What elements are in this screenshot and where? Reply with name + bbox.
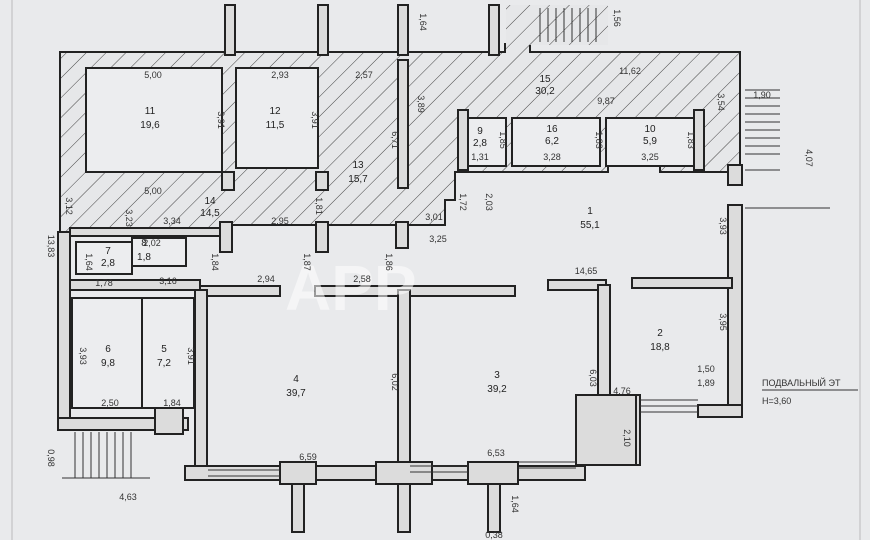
dimension-label: 3,12 xyxy=(64,197,74,215)
room-number: 12 xyxy=(269,106,281,117)
room-area: 5,9 xyxy=(643,136,657,147)
dimension-label: 2,02 xyxy=(143,238,161,248)
dimension-label: 3,25 xyxy=(641,152,659,162)
dimension-label: 6,59 xyxy=(299,452,317,462)
dimension-label: 1,31 xyxy=(471,152,489,162)
dimension-label: 3,16 xyxy=(159,276,177,286)
dimension-label: 3,91 xyxy=(186,347,196,365)
room-area: 15,7 xyxy=(348,174,368,185)
dimension-label: 0,38 xyxy=(485,530,503,540)
room-number: 1 xyxy=(587,206,593,217)
dimension-label: 3,91 xyxy=(216,111,226,129)
basement-label: ПОДВАЛЬНЫЙ ЭТ xyxy=(762,377,841,388)
room-area: 19,6 xyxy=(140,120,160,131)
dimension-label: 1,83 xyxy=(594,131,604,149)
dimension-label: 3,01 xyxy=(425,212,443,222)
dimension-label: 3,89 xyxy=(416,95,426,113)
room-number: 15 xyxy=(539,74,551,85)
dimension-label: 6,71 xyxy=(390,131,400,149)
dimension-label: 1,56 xyxy=(612,9,622,27)
watermark: APP xyxy=(285,252,417,324)
room-number: 13 xyxy=(352,160,364,171)
dimension-label: 3,93 xyxy=(718,217,728,235)
dimension-label: 1,64 xyxy=(418,13,428,31)
room-number: 16 xyxy=(546,124,558,135)
dimension-label: 5,00 xyxy=(144,70,162,80)
room-labels: 11 19,6 12 11,5 13 15,7 14 14,5 15 30,2 … xyxy=(101,74,670,399)
dimension-label: 3,91 xyxy=(310,111,320,129)
dimension-label: 1,64 xyxy=(510,495,520,513)
room-area: 9,8 xyxy=(101,358,115,369)
dimension-label: 3,54 xyxy=(716,93,726,111)
dimension-label: 2,50 xyxy=(101,398,119,408)
dimension-label: 5,00 xyxy=(144,186,162,196)
dimension-label: 4,76 xyxy=(613,386,631,396)
room-number: 8 xyxy=(141,238,147,249)
room-number: 10 xyxy=(644,124,656,135)
room-number: 11 xyxy=(145,106,156,117)
dimension-label: 13,83 xyxy=(46,235,56,258)
dimension-label: 1,89 xyxy=(697,378,715,388)
dimension-label: 3,23 xyxy=(124,209,134,227)
room-area: 2,8 xyxy=(473,138,487,149)
room-area: 7,2 xyxy=(157,358,171,369)
room-area: 1,8 xyxy=(137,252,151,263)
room-number: 4 xyxy=(293,374,299,385)
dimension-label: 1,84 xyxy=(210,253,220,271)
dimension-label: 6,53 xyxy=(487,448,505,458)
dimension-label: 0,98 xyxy=(46,449,56,467)
dimension-label: 2,58 xyxy=(353,274,371,284)
dimension-label: 2,57 xyxy=(355,70,373,80)
dimension-label: 3,25 xyxy=(429,234,447,244)
dimension-label: 1,78 xyxy=(95,278,113,288)
dimension-label: 1,90 xyxy=(753,90,771,100)
dimension-label: 6,02 xyxy=(390,373,400,391)
room-area: 55,1 xyxy=(580,220,600,231)
dimension-label: 2,03 xyxy=(484,193,494,211)
room-number: 2 xyxy=(657,328,663,339)
room-area: 6,2 xyxy=(545,136,559,147)
dimension-label: 1,86 xyxy=(384,253,394,271)
dimension-labels: 5,00 2,93 2,57 11,62 9,87 5,00 1,31 3,28… xyxy=(46,9,814,540)
room-number: 3 xyxy=(494,370,500,381)
dimension-label: 2,10 xyxy=(622,429,632,447)
dimension-label: 14,65 xyxy=(575,266,598,276)
room-area: 14,5 xyxy=(200,208,220,219)
dimension-label: 1,87 xyxy=(302,253,312,271)
height-label: Н=3,60 xyxy=(762,396,791,406)
dimension-label: 3,34 xyxy=(163,216,181,226)
dimension-label: 3,95 xyxy=(718,313,728,331)
dimension-label: 4,07 xyxy=(804,149,814,167)
dimension-label: 2,93 xyxy=(271,70,289,80)
dimension-label: 11,62 xyxy=(619,66,641,76)
dimension-label: 4,63 xyxy=(119,492,137,502)
dimension-label: 3,93 xyxy=(78,347,88,365)
dimension-label: 1,72 xyxy=(458,193,468,211)
room-area: 18,8 xyxy=(650,342,670,353)
room-area: 2,8 xyxy=(101,258,115,269)
dimension-label: 1,50 xyxy=(697,364,715,374)
dimension-label: 1,81 xyxy=(314,197,324,215)
dimension-label: 1,64 xyxy=(84,253,94,271)
room-number: 9 xyxy=(477,126,483,137)
lower-walls xyxy=(57,89,830,533)
dimension-label: 2,94 xyxy=(257,274,275,284)
room-number: 5 xyxy=(161,344,167,355)
dimension-label: 1,85 xyxy=(498,131,508,149)
dimension-label: 1,83 xyxy=(686,131,696,149)
room-area: 39,7 xyxy=(286,388,306,399)
room-number: 7 xyxy=(105,246,111,257)
room-number: 6 xyxy=(105,344,111,355)
dimension-label: 9,87 xyxy=(597,96,615,106)
dimension-label: 3,28 xyxy=(543,152,561,162)
dimension-label: 6,03 xyxy=(588,369,598,387)
dimension-label: 2,95 xyxy=(271,216,289,226)
room-area: 39,2 xyxy=(487,384,507,395)
upper-hatched-block xyxy=(59,4,741,233)
room-number: 14 xyxy=(204,196,216,207)
dimension-label: 1,84 xyxy=(163,398,181,408)
room-area: 11,5 xyxy=(266,120,285,131)
room-area: 30,2 xyxy=(535,86,555,97)
